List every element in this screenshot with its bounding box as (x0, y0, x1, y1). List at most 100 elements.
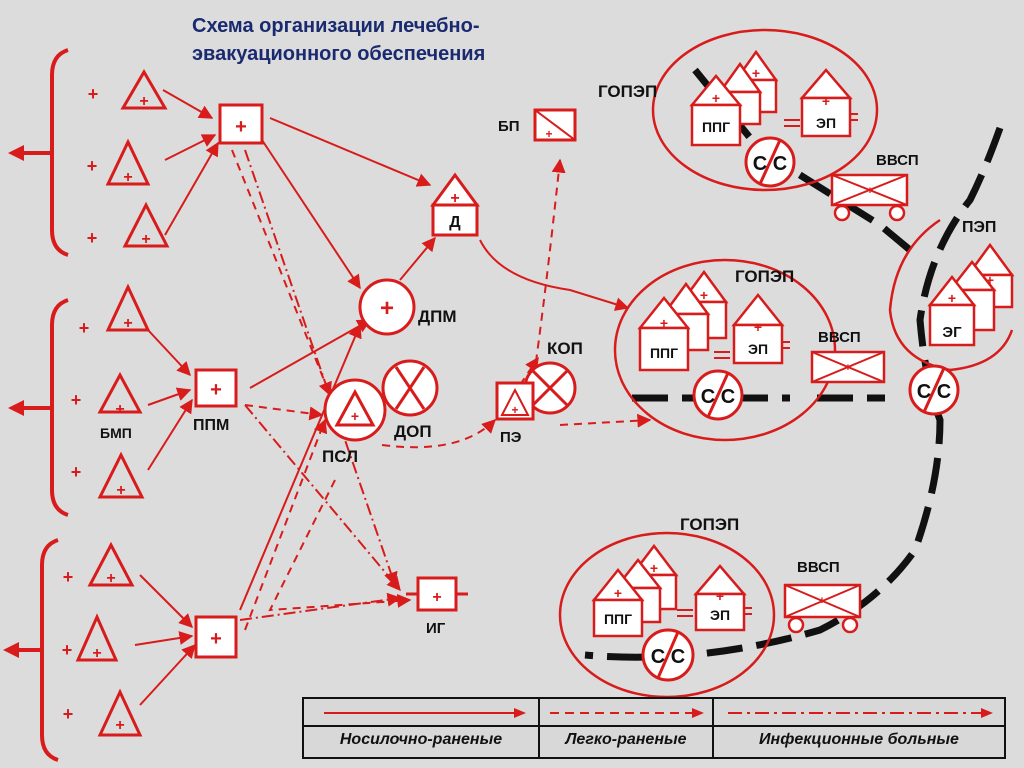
svg-text:БП: БП (498, 118, 520, 135)
svg-text:+: + (986, 272, 994, 288)
svg-text:ЭП: ЭП (816, 115, 836, 131)
medical-point-top-plus: + (235, 116, 247, 138)
pep-node: ПЭП + + ЭГ С С (888, 218, 1015, 416)
triangle-plus-marks: + + + + + + + + + (92, 93, 150, 734)
svg-text:+: + (380, 295, 394, 322)
svg-text:+: + (71, 390, 82, 410)
solid-flows (134, 89, 630, 706)
side-plus-marks: + + + + + + + + + (62, 84, 99, 724)
dashed-flows (231, 149, 652, 631)
dpm-node: + ДПМ (358, 278, 457, 336)
svg-text:Д: Д (449, 214, 461, 231)
svg-text:+: + (115, 717, 124, 734)
svg-text:+: + (79, 318, 90, 338)
svg-text:+: + (88, 84, 99, 104)
svg-text:+: + (752, 65, 760, 81)
svg-text:+: + (650, 560, 658, 576)
bracket-arrowheads (3, 145, 24, 658)
diagram-title: Схема организации лечебно-эвакуационного… (192, 15, 486, 65)
svg-text:+: + (614, 585, 622, 601)
svg-text:+: + (92, 645, 101, 662)
svg-text:ППГ: ППГ (650, 345, 678, 361)
svg-text:С С: С С (651, 646, 685, 668)
svg-text:+: + (116, 482, 125, 499)
svg-text:ВВСП: ВВСП (797, 559, 840, 576)
svg-text:+: + (822, 93, 830, 109)
svg-text:ГОПЭП: ГОПЭП (680, 515, 739, 534)
svg-text:+: + (63, 567, 74, 587)
svg-text:ДПМ: ДПМ (418, 307, 457, 326)
svg-text:ЭГ: ЭГ (942, 324, 962, 341)
svg-text:+: + (450, 190, 459, 207)
svg-text:+: + (115, 401, 124, 418)
medical-point-bottom (194, 615, 238, 659)
bmp-label: БМП (100, 425, 132, 441)
psl-node: + ПСЛ ДОП (322, 359, 439, 466)
svg-text:+: + (71, 462, 82, 482)
legend-item-light: Легко-раненые (540, 699, 714, 757)
svg-text:+: + (545, 127, 552, 141)
svg-text:ГОПЭП: ГОПЭП (598, 82, 657, 101)
svg-text:+: + (660, 315, 668, 331)
svg-text:+: + (432, 589, 441, 606)
ig-node: + ИГ (406, 576, 468, 637)
svg-text:ППГ: ППГ (604, 611, 632, 627)
svg-text:ВВСП: ВВСП (876, 152, 919, 169)
svg-text:ПЭП: ПЭП (962, 219, 996, 236)
svg-text:+: + (139, 93, 148, 110)
svg-text:КОП: КОП (547, 339, 583, 358)
bp-node: + БП (498, 108, 577, 142)
svg-text:+: + (754, 319, 762, 335)
svg-text:ГОПЭП: ГОПЭП (735, 267, 794, 286)
vvsp-middle: + ВВСП (810, 329, 886, 384)
ppm-square (194, 368, 238, 408)
svg-text:+: + (712, 90, 720, 106)
svg-text:+: + (867, 185, 873, 197)
svg-text:ПЭ: ПЭ (500, 429, 522, 446)
medical-point-bottom-plus: + (210, 628, 222, 650)
svg-text:+: + (845, 362, 851, 374)
svg-text:С С: С С (917, 381, 951, 403)
vvsp-top: + ВВСП (830, 152, 919, 222)
legend: Носилочно-раненые Легко-раненые Инфекцио… (302, 697, 1006, 759)
svg-text:+: + (141, 231, 150, 248)
ppm-plus: + (210, 379, 222, 401)
gopep-bottom: ГОПЭП + + + ППГ ЭП С С (558, 515, 776, 699)
svg-text:+: + (700, 287, 708, 303)
triangle-posts (75, 69, 170, 737)
vvsp-bottom: + ВВСП (783, 559, 862, 634)
pe-node: + КОП ПЭ (495, 339, 583, 446)
dashdot-flows (239, 149, 402, 621)
legend-label-infectious: Инфекционные больные (759, 731, 959, 748)
svg-text:+: + (511, 403, 518, 417)
svg-text:+: + (62, 640, 73, 660)
svg-text:ППГ: ППГ (702, 119, 730, 135)
ppm-label: ППМ (193, 417, 229, 434)
legend-item-stretcher: Носилочно-раненые (304, 699, 540, 757)
svg-text:С С: С С (753, 153, 787, 175)
svg-text:ЭП: ЭП (710, 607, 730, 623)
svg-text:+: + (106, 570, 115, 587)
svg-text:+: + (87, 156, 98, 176)
svg-text:+: + (716, 588, 724, 604)
svg-text:ЭП: ЭП (748, 341, 768, 357)
medical-point-top (218, 103, 264, 145)
svg-text:ПСЛ: ПСЛ (322, 447, 358, 466)
legend-label-light: Легко-раненые (565, 731, 687, 748)
svg-text:+: + (819, 595, 825, 607)
d-node: + Д (430, 172, 480, 237)
svg-text:ДОП: ДОП (394, 422, 432, 441)
svg-text:+: + (87, 228, 98, 248)
gopep-middle: ГОПЭП + + + ППГ ЭП С С (613, 258, 837, 442)
svg-text:+: + (948, 290, 956, 306)
svg-text:ВВСП: ВВСП (818, 329, 861, 346)
gopep-top: ГОПЭП + + + ППГ ЭП С С (598, 28, 879, 192)
medical-points (194, 103, 264, 659)
legend-item-infectious: Инфекционные больные (714, 699, 1004, 757)
svg-text:+: + (123, 315, 132, 332)
svg-text:+: + (123, 169, 132, 186)
svg-text:+: + (351, 408, 359, 424)
svg-text:+: + (63, 704, 74, 724)
